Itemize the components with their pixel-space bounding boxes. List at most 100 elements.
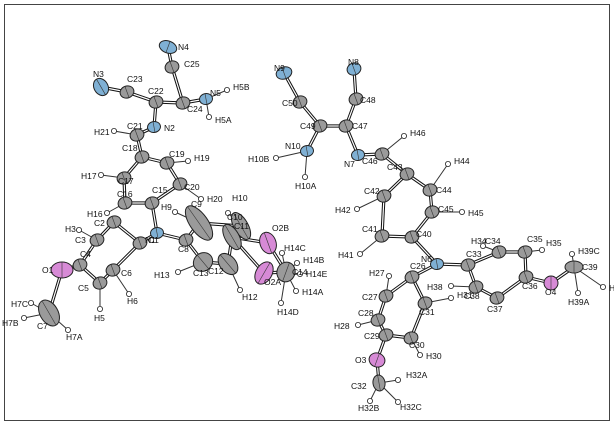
atom-ellipse: [111, 127, 118, 134]
atom-h17: [98, 171, 105, 178]
atom-principal-axis: [422, 297, 428, 309]
atom-h39c: [569, 250, 576, 257]
atom-h5b: [223, 87, 230, 94]
atom-c35: [517, 245, 533, 259]
atom-c24: [175, 96, 191, 110]
atom-label-n6: N6: [421, 254, 432, 264]
atom-c2: [106, 215, 122, 229]
atom-principal-axis: [139, 151, 145, 163]
atom-ellipse: [366, 397, 373, 404]
atom-h7c: [27, 299, 34, 306]
atom-label-n1: N1: [145, 235, 156, 245]
atom-principal-axis: [523, 271, 529, 283]
atom-h5: [97, 305, 104, 312]
atom-label-h32b: H32B: [358, 403, 380, 413]
atom-label-h14e: H14E: [306, 269, 328, 279]
atom-label-c37: C37: [487, 304, 503, 314]
atom-h3: [76, 226, 83, 233]
atom-principal-axis: [177, 178, 183, 190]
atom-c50: [292, 95, 308, 109]
atom-ellipse: [277, 299, 284, 306]
atom-c36: [518, 270, 534, 284]
atom-h38: [447, 282, 454, 289]
atom-n2: [147, 120, 161, 134]
atom-h10a: [301, 173, 308, 180]
atom-c4: [72, 258, 88, 272]
atom-label-h39c: H39C: [578, 246, 600, 256]
atom-c47: [338, 119, 354, 133]
atom-label-n10: N10: [285, 141, 301, 151]
atom-ellipse: [224, 209, 231, 216]
atom-principal-axis: [343, 120, 349, 132]
atom-label-c6: C6: [121, 268, 132, 278]
atom-ellipse: [600, 283, 607, 290]
atom-label-h7a: H7A: [66, 332, 83, 342]
atom-h7a: [65, 326, 72, 333]
atom-label-h7b: H7B: [2, 318, 19, 328]
atom-principal-axis: [165, 41, 171, 53]
atom-o4: [543, 275, 559, 291]
atom-n6: [430, 257, 444, 271]
atom-principal-axis: [263, 232, 273, 254]
atom-label-c32: C32: [351, 381, 367, 391]
atom-ellipse: [575, 289, 582, 296]
atom-ellipse: [104, 209, 111, 216]
atom-o2a: [254, 261, 274, 285]
atom-c16: [117, 196, 133, 210]
atom-c48: [348, 92, 364, 106]
atom-label-h41: H41: [338, 250, 354, 260]
atom-h19: [184, 157, 191, 164]
atom-c14: [276, 261, 296, 283]
atom-h7b: [20, 314, 27, 321]
atom-label-c9: C9: [191, 199, 202, 209]
atom-c44: [422, 183, 438, 197]
atom-ellipse: [65, 326, 72, 333]
atom-label-h45: H45: [468, 208, 484, 218]
atom-label-c13: C13: [193, 268, 209, 278]
atom-label-o1: O1: [42, 265, 54, 275]
atom-label-h12: H12: [242, 292, 258, 302]
atom-label-h30: H30: [426, 351, 442, 361]
atom-label-h39: H39: [609, 283, 614, 293]
atom-c25: [164, 60, 180, 74]
atom-label-o4: O4: [545, 287, 557, 297]
atom-c8: [178, 233, 194, 247]
atom-ellipse: [458, 208, 465, 215]
atom-label-c26: C26: [410, 261, 426, 271]
atom-principal-axis: [473, 281, 479, 293]
atom-label-h34: H34: [471, 236, 487, 246]
atom-c13: [192, 252, 214, 272]
atom-label-o2a: O2A: [264, 277, 281, 287]
atom-h16: [104, 209, 111, 216]
atom-ellipse: [292, 287, 299, 294]
atom-h14d: [277, 299, 284, 306]
atoms-layer: [20, 40, 607, 405]
atom-c26: [404, 270, 420, 284]
atom-principal-axis: [149, 197, 155, 209]
atom-ellipse: [353, 205, 360, 212]
atom-label-c12: C12: [208, 266, 224, 276]
atom-label-o2b: O2B: [272, 223, 289, 233]
atom-principal-axis: [137, 237, 143, 249]
atom-ellipse: [354, 321, 361, 328]
atom-h12: [236, 286, 243, 293]
atom-n5: [199, 92, 213, 106]
atom-n4: [158, 40, 178, 54]
atom-principal-axis: [121, 172, 127, 184]
atom-ellipse: [205, 114, 212, 121]
atom-c40: [404, 230, 420, 244]
atom-label-c22: C22: [148, 86, 164, 96]
atom-label-h17: H17: [81, 171, 97, 181]
atom-n3: [92, 77, 110, 97]
atom-ellipse: [126, 290, 133, 297]
atom-h45: [458, 208, 465, 215]
atom-label-c16: C16: [117, 189, 133, 199]
atom-label-h10b: H10B: [248, 154, 270, 164]
atom-label-n3: N3: [93, 69, 104, 79]
atom-principal-axis: [183, 234, 189, 246]
atom-n1: [150, 226, 164, 240]
atom-label-h10: H10: [232, 193, 248, 203]
atom-h13: [174, 268, 181, 275]
atom-h32b: [366, 397, 373, 404]
